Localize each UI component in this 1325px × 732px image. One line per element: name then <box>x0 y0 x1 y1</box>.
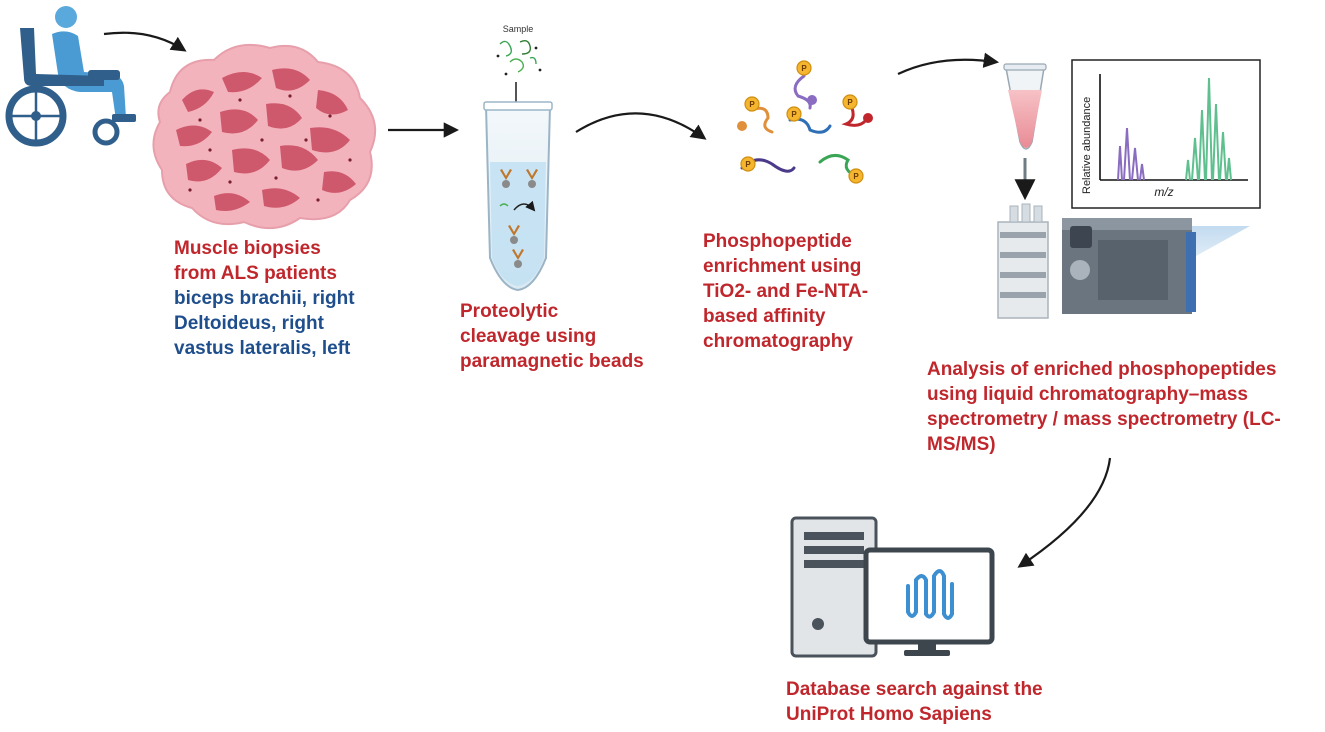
phospho-label: P <box>847 98 853 107</box>
phospho-label: P <box>745 160 751 169</box>
cleavage-title-line: Proteolytic <box>460 301 559 322</box>
muscle-item: Deltoideus, right <box>174 313 324 334</box>
phospho-label: P <box>801 64 807 73</box>
cleavage-title-line: cleavage using <box>460 326 597 347</box>
phospho-markers <box>740 60 864 184</box>
spectrum-xlabel: m/z <box>1154 185 1173 199</box>
enrichment-title-line: based affinity <box>703 306 826 327</box>
analysis-title: Analysis of enriched phosphopeptides usi… <box>927 359 1281 455</box>
phospho-label: P <box>791 110 797 119</box>
enrichment-title-line: TiO2- and Fe-NTA- <box>703 281 869 302</box>
spectrum-ylabel: Relative abundance <box>1081 97 1093 194</box>
database-title-line: Database search against the <box>786 679 1043 700</box>
enrichment-title-line: Phosphopeptide <box>703 231 852 252</box>
step-biopsy-label: Muscle biopsies from ALS patients biceps… <box>174 236 355 361</box>
database-title-line: UniProt Homo Sapiens <box>786 704 992 725</box>
phospho-label: P <box>853 172 859 181</box>
step-cleavage-label: Proteolytic cleavage using paramagnetic … <box>460 299 644 374</box>
mass-spectrum-panel: Relative abundance m/z <box>1071 59 1261 209</box>
cleavage-title-line: paramagnetic beads <box>460 351 644 372</box>
step-enrichment-label: Phosphopeptide enrichment using TiO2- an… <box>703 229 868 354</box>
muscle-item: biceps brachii, right <box>174 288 355 309</box>
muscle-item: vastus lateralis, left <box>174 338 351 359</box>
wheelchair-patient-icon <box>5 6 136 147</box>
sample-label: Sample <box>503 24 534 34</box>
biopsy-title-line: Muscle biopsies <box>174 238 321 259</box>
biopsy-title-line: from ALS patients <box>174 263 337 284</box>
enrichment-title-line: enrichment using <box>703 256 862 277</box>
sample-tube-icon: Sample <box>483 24 553 292</box>
enrichment-title-line: chromatography <box>703 331 853 352</box>
step-database-label: Database search against the UniProt Homo… <box>786 677 1043 727</box>
flow-arrows <box>103 31 1112 568</box>
lc-ms-instrument-icon <box>997 63 1250 319</box>
computer-workstation-icon <box>790 516 995 658</box>
phospho-label: P <box>749 100 755 109</box>
step-analysis-label: Analysis of enriched phosphopeptides usi… <box>927 357 1322 457</box>
phosphopeptide-cluster-icon: P P P P P P <box>737 60 873 184</box>
arrow-lcms-to-database <box>1017 457 1112 568</box>
arrow-enrichment-to-lcms <box>897 52 1000 75</box>
arrow-patient-to-tissue <box>103 31 187 52</box>
arrow-tube-to-enrichment <box>575 112 707 140</box>
muscle-tissue-icon <box>152 44 377 229</box>
